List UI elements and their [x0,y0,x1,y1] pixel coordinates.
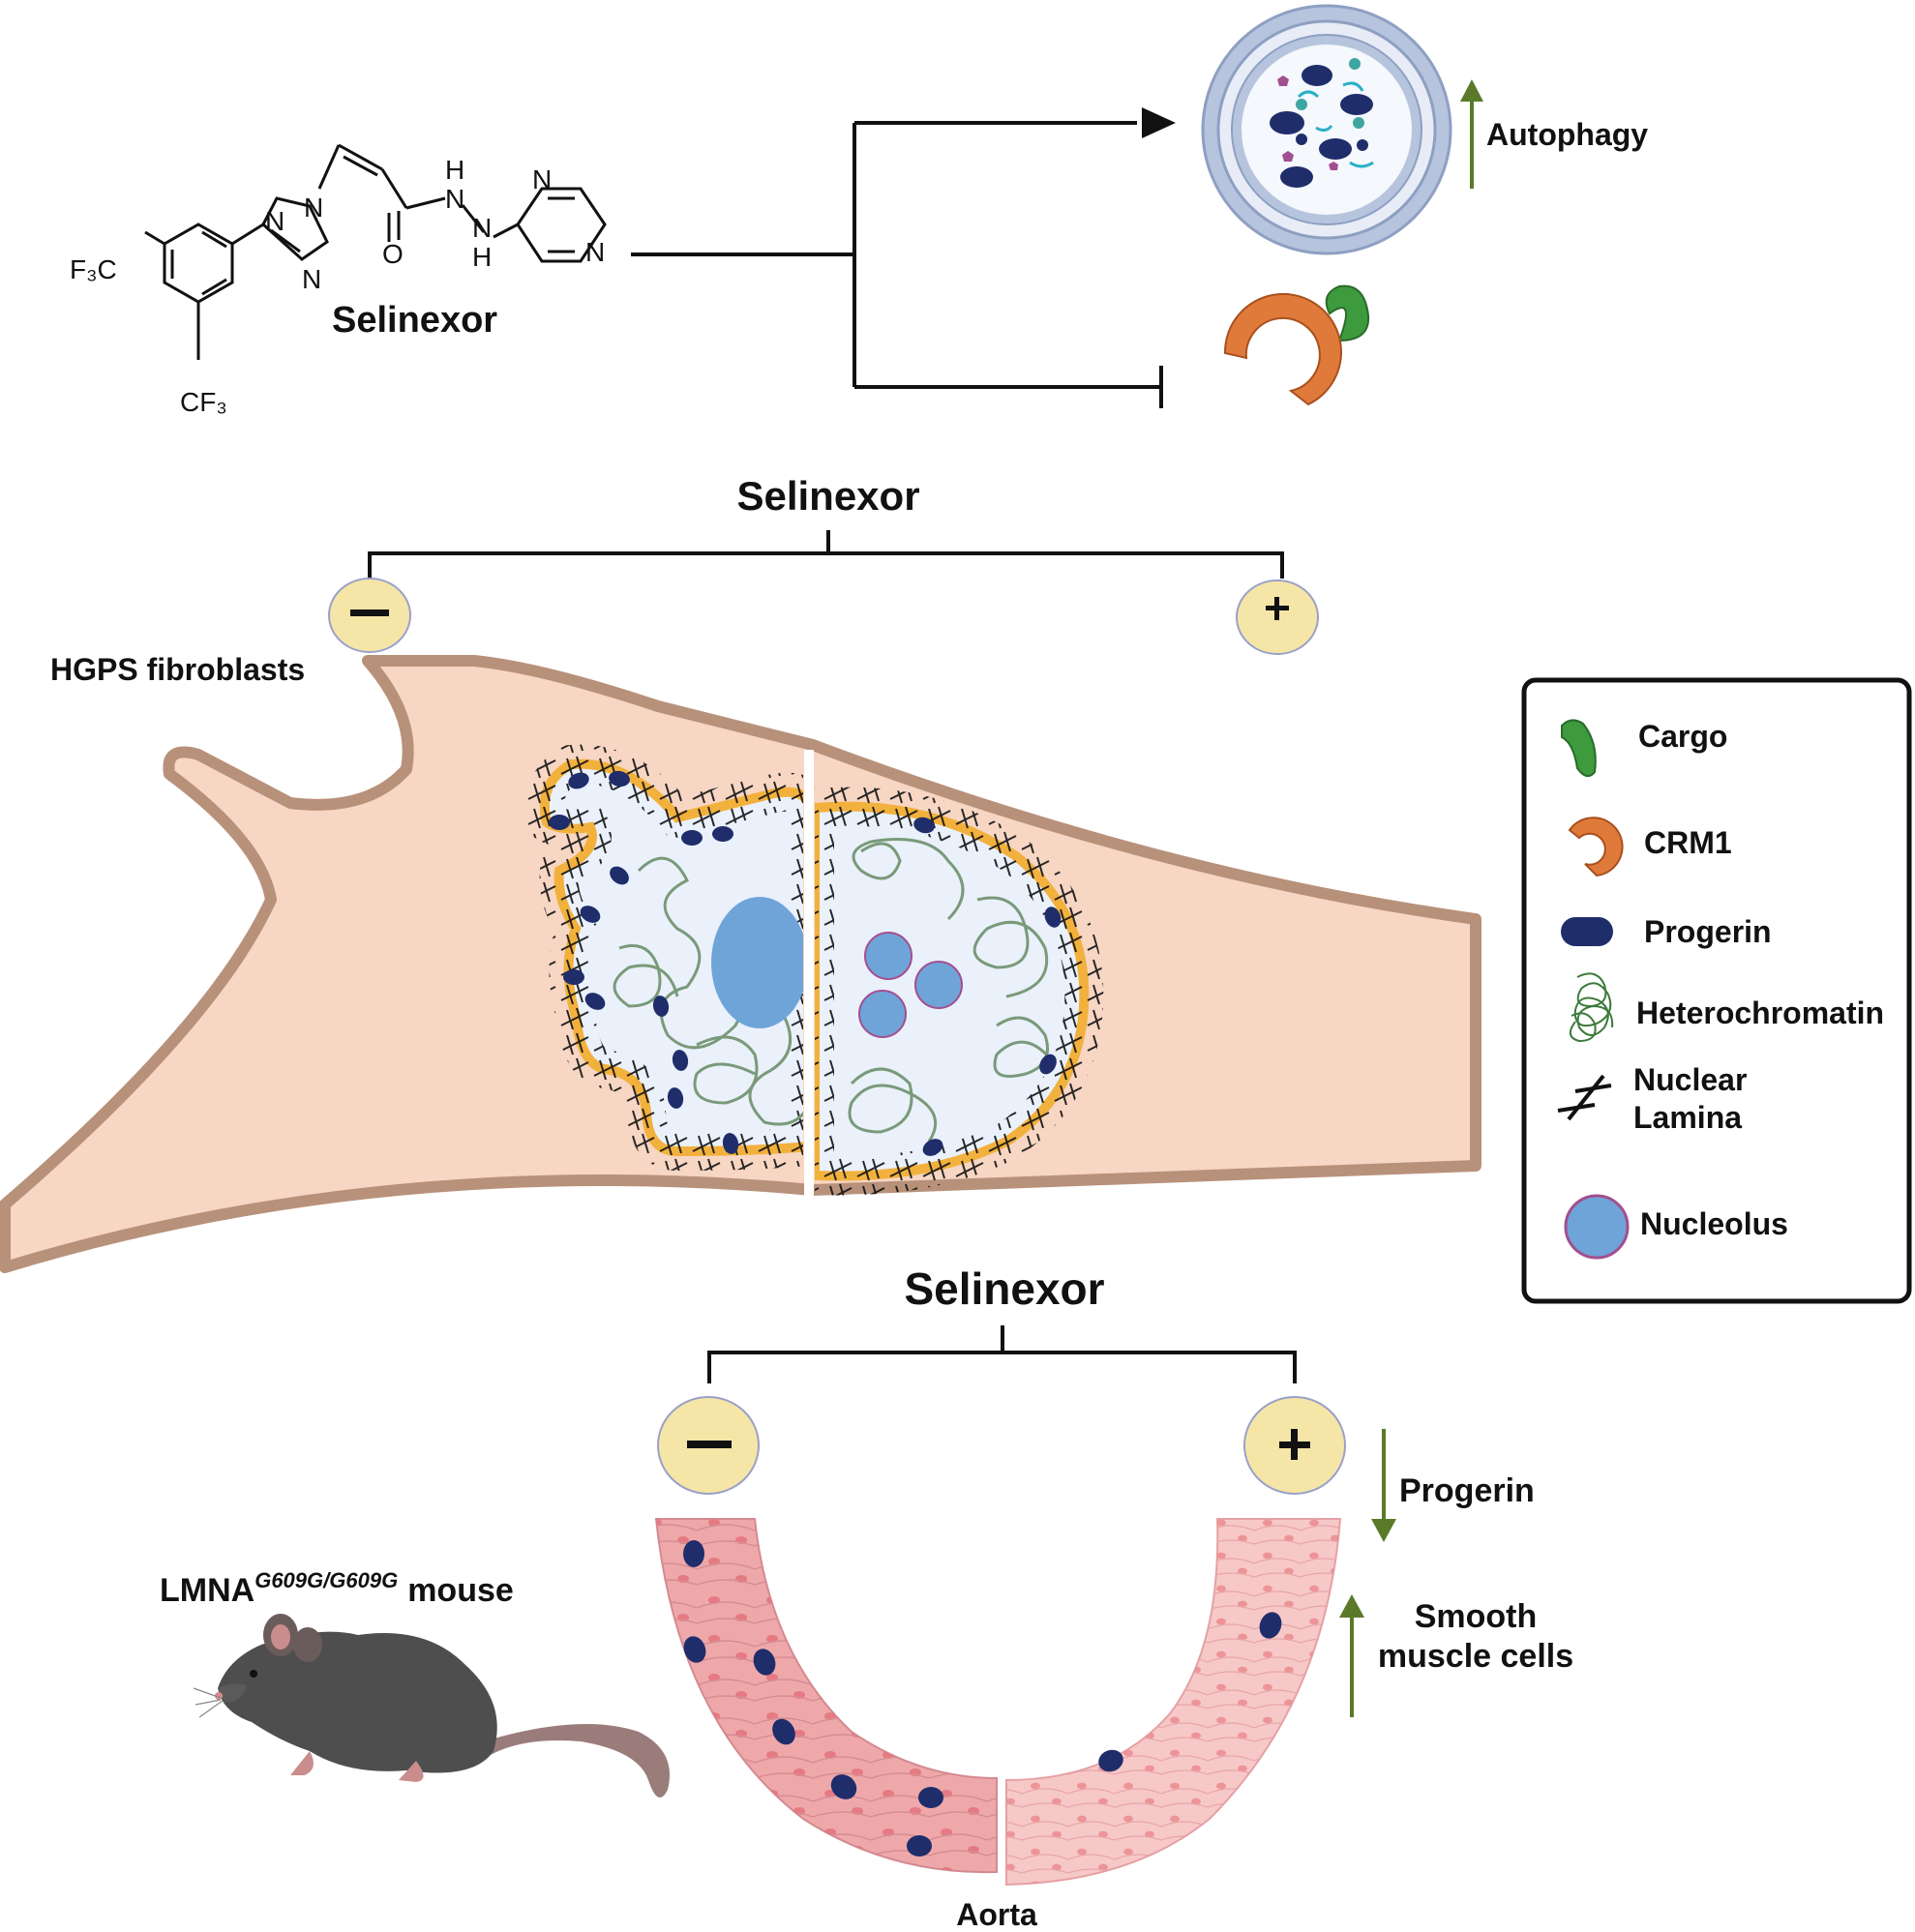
hydrazide-n2: N [472,213,492,243]
autophagy-label: Autophagy [1486,117,1648,152]
progerin-down-arrow [1371,1429,1396,1542]
molecule-name: Selinexor [332,300,497,341]
mouse-label-genotype: G609G/G609G [254,1568,398,1592]
aorta-label: Aorta [956,1897,1037,1932]
legend-label-nucleolus: Nucleolus [1640,1206,1788,1241]
hydrazide-n1: N [445,184,464,214]
legend-item-nucleolus: Nucleolus [1564,1194,1788,1260]
cargo-icon [1561,719,1597,778]
pyrazine-n2: N [585,237,605,267]
pathway-connector [631,121,1163,408]
smc-up-arrow [1339,1594,1364,1717]
legend-item-cargo: Cargo [1561,719,1727,778]
progerin-effect-label: Progerin [1399,1472,1535,1509]
autophagy-up-arrow [1460,79,1483,189]
progerin-dots-right [913,817,1062,1156]
mouse-label: LMNAG609G/G609G mouse [160,1568,514,1609]
crm1-cargo-icon [1223,284,1370,406]
fibroblast-panel-title: Selinexor [736,473,919,519]
legend-item-progerin: Progerin [1561,914,1772,949]
progerin-dots-aorta-right [1098,1612,1282,1772]
legend-label-lamina: Lamina [1633,1100,1742,1135]
legend-label-cargo: Cargo [1638,719,1727,754]
mouse-panel-title: Selinexor [904,1263,1104,1314]
minus-sign-badge-2 [657,1396,760,1495]
hgps-nucleus-untreated [524,744,803,1172]
plus-sign-badge-1 [1236,580,1319,655]
legend-item-crm1: CRM1 [1568,817,1732,877]
crm1-icon [1568,817,1624,877]
aorta-treated [1005,1518,1342,1887]
minus-sign-badge-1 [328,578,411,653]
legend-item-nuclear-lamina: Nuclear Lamina [1557,1062,1747,1135]
plus-sign-badge-2 [1243,1396,1346,1495]
hgps-nucleus-treated [815,787,1104,1196]
triazole-n4: N [302,264,321,294]
progerin-dots-aorta-left [683,1540,943,1857]
triazole-n1: N [265,206,284,236]
legend-item-heterochromatin: Heterochromatin [1569,972,1884,1043]
legend-label-progerin: Progerin [1644,914,1772,949]
smc-label-line1: Smooth [1415,1598,1538,1635]
heterochromatin-icon [1569,972,1614,1043]
progerin-icon [1561,917,1613,946]
smc-label-line2: muscle cells [1378,1638,1573,1675]
triazole-n2: N [304,193,323,223]
progerin-dots-left [549,770,739,1154]
aorta-untreated [654,1518,998,1874]
fibroblast-bracket [368,530,1284,579]
aorta-bracket [707,1325,1297,1383]
pyrazine-n1: N [532,164,552,194]
legend-label-heterochromatin: Heterochromatin [1636,996,1884,1030]
f3c-label: F₃C [70,254,117,284]
hydrazide-h1: H [445,155,464,185]
cf3-label: CF₃ [180,387,227,417]
mouse-label-prefix: LMNA [160,1572,254,1609]
autophagosome-icon [1201,4,1452,255]
activation-arrowhead [1142,107,1176,138]
nucleolus-icon [1564,1194,1630,1260]
legend-label-nuclear: Nuclear [1633,1062,1747,1097]
nuclear-lamina-icon [1557,1074,1612,1121]
mouse-illustration [193,1614,670,1798]
carbonyl-o: O [382,239,404,269]
hydrazide-h2: H [472,242,492,272]
legend-label-crm1: CRM1 [1644,825,1732,860]
mouse-label-suffix: mouse [407,1572,514,1609]
selinexor-structure: F₃C CF₃ N N N O H N N H N N Selinexor [70,143,607,417]
hgps-fibroblasts-label: HGPS fibroblasts [50,652,305,687]
